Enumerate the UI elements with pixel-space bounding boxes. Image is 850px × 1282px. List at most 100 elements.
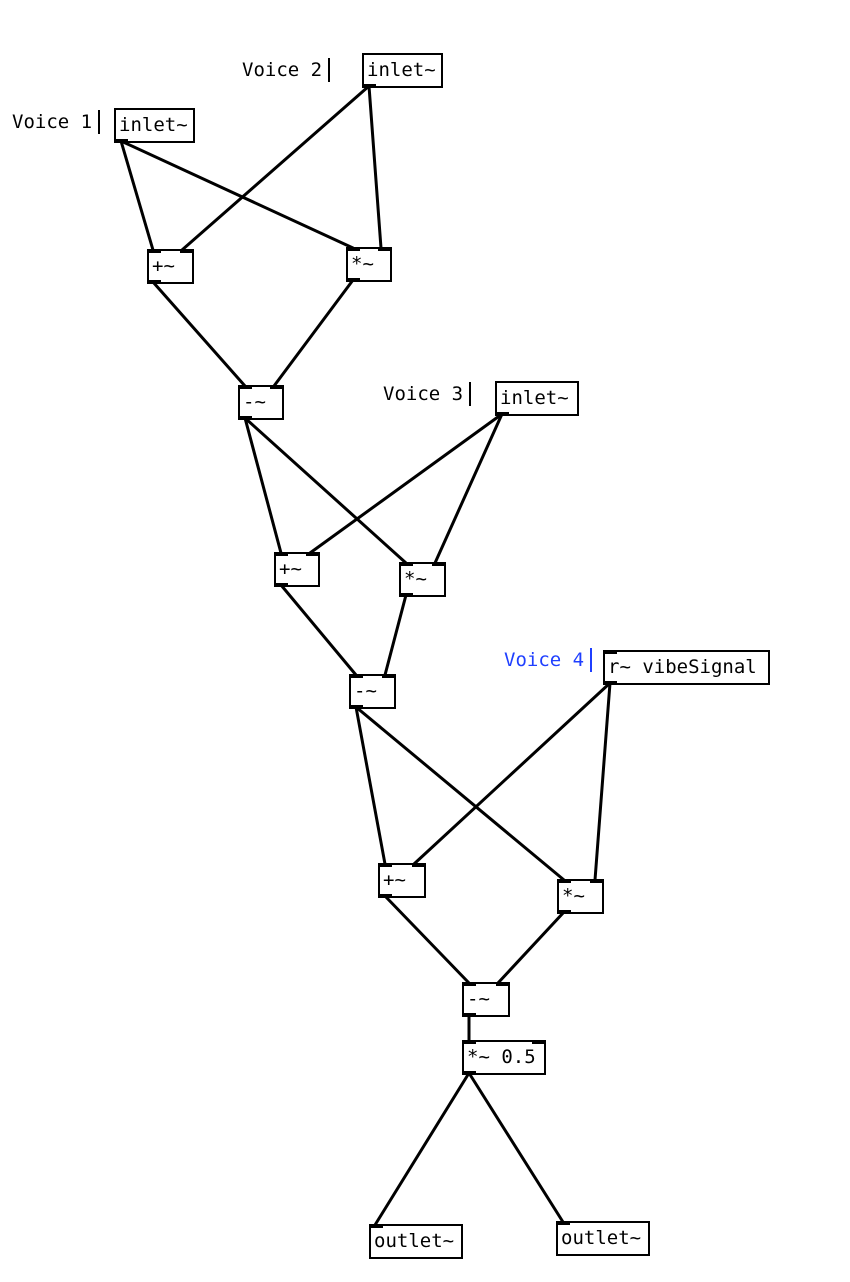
- outlet-port[interactable]: [462, 1071, 476, 1075]
- inlet-port-right[interactable]: [180, 249, 194, 253]
- object-label: inlet~: [500, 387, 569, 409]
- inlet-port-right[interactable]: [590, 879, 604, 883]
- comment-text: Voice 1: [12, 111, 93, 133]
- outlet-port[interactable]: [399, 593, 413, 597]
- inlet-port[interactable]: [369, 1224, 383, 1228]
- comment-resize-handle[interactable]: [469, 382, 472, 406]
- inlet-port-right[interactable]: [270, 385, 284, 389]
- inlet-port-left[interactable]: [147, 249, 161, 253]
- object-label: *~: [562, 885, 585, 907]
- cord-mul3-to-sub3[interactable]: [496, 910, 566, 985]
- cord-inlet2-to-add1[interactable]: [180, 84, 371, 252]
- comment-voice-1[interactable]: Voice 1: [12, 110, 101, 134]
- outlet-port[interactable]: [362, 84, 376, 88]
- outlet-port[interactable]: [378, 894, 392, 898]
- cord-sub1-to-add2[interactable]: [243, 416, 283, 555]
- inlet-voice-2[interactable]: inlet~: [362, 53, 443, 88]
- comment-resize-handle[interactable]: [98, 110, 101, 134]
- inlet-port-left[interactable]: [603, 650, 617, 654]
- comment-text: Voice 3: [383, 383, 464, 405]
- outlet-port[interactable]: [147, 280, 161, 284]
- inlet-port-left[interactable]: [274, 552, 288, 556]
- cord-inlet3-to-mul2[interactable]: [433, 412, 504, 565]
- cord-inlet3-to-add2[interactable]: [308, 412, 504, 555]
- multiply-signal-1[interactable]: *~: [346, 247, 392, 282]
- inlet-port-right[interactable]: [532, 1040, 546, 1044]
- cord-add3-to-sub3[interactable]: [383, 894, 471, 985]
- cord-add1-to-sub1[interactable]: [151, 280, 247, 388]
- inlet-port-right[interactable]: [378, 247, 392, 251]
- add-signal-1[interactable]: +~: [147, 249, 194, 284]
- inlet-port-left[interactable]: [238, 385, 252, 389]
- multiply-signal-2[interactable]: *~: [399, 562, 446, 597]
- cord-mul1-to-sub1[interactable]: [272, 278, 355, 388]
- outlet-port[interactable]: [238, 416, 252, 420]
- inlet-port-left[interactable]: [462, 1040, 476, 1044]
- object-label: -~: [354, 680, 377, 702]
- cord-add2-to-sub2[interactable]: [279, 583, 358, 677]
- cord-scale-to-outlet-right[interactable]: [467, 1071, 565, 1224]
- inlet-port-left[interactable]: [346, 247, 360, 251]
- comment-text: Voice 4: [504, 649, 585, 671]
- inlet-port-right[interactable]: [496, 982, 510, 986]
- object-label: r~ vibeSignal: [608, 656, 757, 678]
- add-signal-2[interactable]: +~: [274, 552, 320, 587]
- subtract-signal-2[interactable]: -~: [349, 674, 396, 709]
- cord-scale-to-outlet-left[interactable]: [373, 1071, 471, 1227]
- multiply-signal-3[interactable]: *~: [557, 879, 604, 914]
- outlet-port[interactable]: [557, 910, 571, 914]
- inlet-port-left[interactable]: [349, 674, 363, 678]
- object-label: -~: [467, 988, 490, 1010]
- cord-mul2-to-sub2[interactable]: [383, 593, 408, 677]
- inlet-voice-3[interactable]: inlet~: [495, 381, 579, 416]
- inlet-port-left[interactable]: [399, 562, 413, 566]
- inlet-port-right[interactable]: [432, 562, 446, 566]
- subtract-signal-3[interactable]: -~: [462, 982, 510, 1017]
- comment-voice-3[interactable]: Voice 3: [383, 382, 472, 406]
- outlet-port[interactable]: [495, 412, 509, 416]
- scale-half-signal[interactable]: *~ 0.5: [462, 1040, 546, 1075]
- cord-receive-to-mul3[interactable]: [593, 681, 612, 882]
- comment-voice-4-selected[interactable]: Voice 4: [504, 648, 593, 672]
- object-label: +~: [279, 558, 302, 580]
- outlet-port[interactable]: [462, 1013, 476, 1017]
- inlet-port-right[interactable]: [382, 674, 396, 678]
- object-label: inlet~: [119, 114, 188, 136]
- outlet-port[interactable]: [349, 705, 363, 709]
- comment-voice-2[interactable]: Voice 2: [242, 58, 331, 82]
- receive-vibe-signal[interactable]: r~ vibeSignal: [603, 650, 770, 685]
- object-label: +~: [152, 255, 175, 277]
- cord-receive-to-add3[interactable]: [412, 681, 612, 866]
- outlet-port[interactable]: [603, 681, 617, 685]
- inlet-port-left[interactable]: [557, 879, 571, 883]
- inlet-port[interactable]: [556, 1221, 570, 1225]
- object-label: inlet~: [367, 59, 436, 81]
- inlet-port-right[interactable]: [412, 863, 426, 867]
- outlet-port[interactable]: [114, 139, 128, 143]
- outlet-left[interactable]: outlet~: [369, 1224, 463, 1259]
- outlet-port[interactable]: [274, 583, 288, 587]
- cord-inlet1-to-mul1[interactable]: [119, 139, 355, 250]
- inlet-port-left[interactable]: [378, 863, 392, 867]
- comment-resize-handle[interactable]: [590, 648, 593, 672]
- object-label: *~ 0.5: [467, 1046, 536, 1068]
- outlet-port[interactable]: [346, 278, 360, 282]
- object-label: outlet~: [561, 1227, 642, 1249]
- outlet-right[interactable]: outlet~: [556, 1221, 650, 1256]
- add-signal-3[interactable]: +~: [378, 863, 426, 898]
- inlet-port-right[interactable]: [306, 552, 320, 556]
- cord-sub2-to-add3[interactable]: [354, 705, 387, 866]
- cord-inlet1-to-add1[interactable]: [119, 139, 155, 252]
- cord-sub1-to-mul2[interactable]: [243, 416, 408, 565]
- object-label: -~: [243, 391, 266, 413]
- cord-sub2-to-mul3[interactable]: [354, 705, 566, 882]
- cord-inlet2-to-mul1[interactable]: [367, 84, 383, 250]
- object-label: *~: [351, 253, 374, 275]
- inlet-voice-1[interactable]: inlet~: [114, 108, 195, 143]
- comment-resize-handle[interactable]: [328, 58, 331, 82]
- comment-text: Voice 2: [242, 59, 323, 81]
- subtract-signal-1[interactable]: -~: [238, 385, 284, 420]
- object-label: +~: [383, 869, 406, 891]
- inlet-port-left[interactable]: [462, 982, 476, 986]
